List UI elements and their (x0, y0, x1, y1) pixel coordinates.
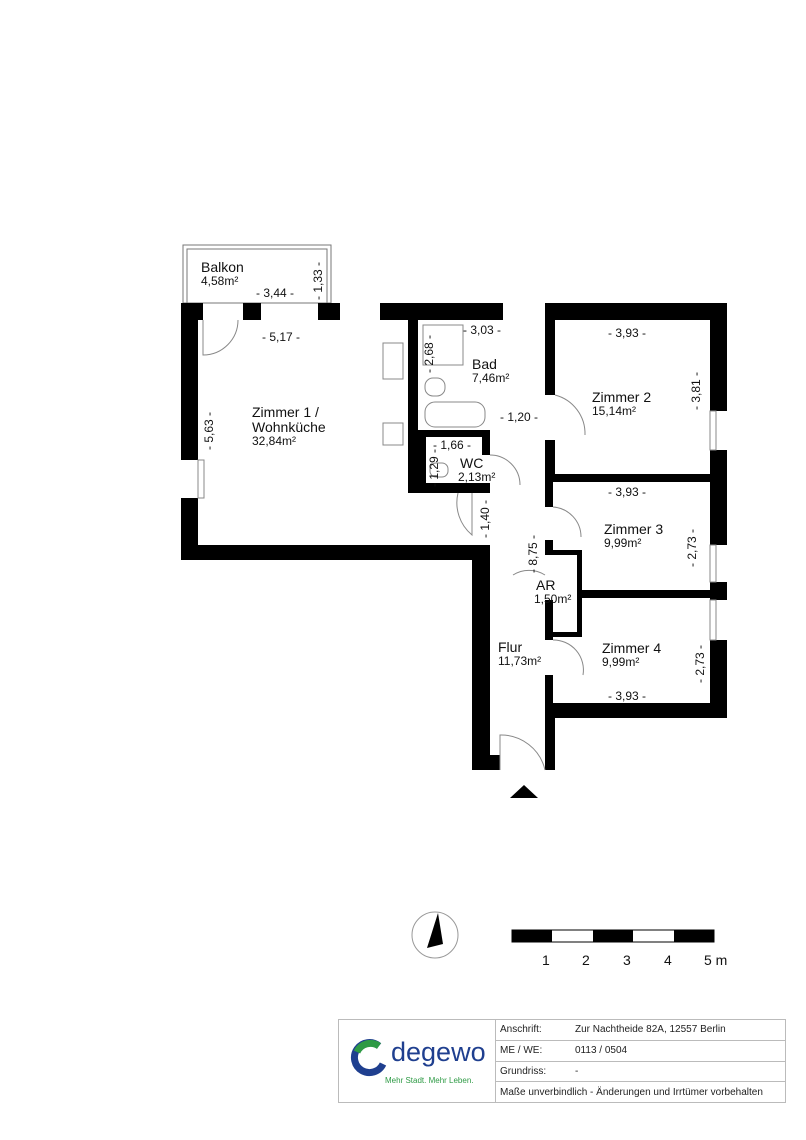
entrance-arrow-icon (510, 785, 538, 798)
info-row-address: Anschrift: Zur Nachtheide 82A, 12557 Berl… (496, 1020, 785, 1041)
scale-label: 3 (623, 952, 631, 968)
dimension-label: - 2,73 - (685, 528, 699, 567)
dimension-label: - 1,33 - (311, 261, 325, 300)
degewo-logo: degewo Mehr Stadt. Mehr Leben. (339, 1020, 496, 1102)
dimension-label: - 5,17 - (262, 330, 301, 344)
room-name-flur: Flur (498, 639, 523, 655)
logo-text: degewo (391, 1037, 486, 1067)
address-key: Anschrift: (500, 1024, 542, 1036)
dimension-label: - 2,68 - (422, 334, 436, 373)
room-name-zimmer4: Zimmer 4 (602, 640, 662, 656)
dimension-label: - 5,63 - (202, 411, 216, 450)
scale-label: 1 (542, 952, 550, 968)
room-area-zimmer2: 15,14m² (592, 404, 637, 418)
room-name-ar: AR (536, 577, 556, 593)
scale-label: 4 (664, 952, 672, 968)
dimension-label: - 1,66 - (433, 438, 472, 452)
dimension-label: - 8,75 - (526, 534, 540, 573)
room-name-balkon: Balkon (201, 259, 244, 275)
doors-and-fixtures (197, 319, 717, 771)
info-row-unit: ME / WE: 0113 / 0504 (496, 1041, 785, 1062)
plan-key: Grundriss: (500, 1065, 547, 1077)
dimension-label: - 1,29 - (427, 448, 441, 487)
room-name-wc: WC (460, 455, 484, 471)
dimension-label: - 3,03 - (463, 323, 502, 337)
dimension-label: - 1,20 - (500, 410, 539, 424)
room-area-wc: 2,13m² (458, 470, 496, 484)
room-area-zimmer4: 9,99m² (602, 655, 640, 669)
room-area-balkon: 4,58m² (201, 274, 239, 288)
scale-label: 2 (582, 952, 590, 968)
dimension-label: - 1,40 - (478, 499, 492, 538)
room-name-zimmer2: Zimmer 2 (592, 389, 652, 405)
title-block: degewo Mehr Stadt. Mehr Leben. Anschrift… (338, 1019, 786, 1103)
disclaimer: Maße unverbindlich - Änderungen und Irrt… (500, 1086, 763, 1098)
unit-key: ME / WE: (500, 1045, 543, 1057)
degewo-logo-icon (350, 1039, 387, 1076)
room-area-flur: 11,73m² (498, 654, 542, 668)
north-compass-icon (411, 911, 459, 959)
room-name-zimmer1: Zimmer 1 / (252, 404, 319, 420)
room-area-zimmer1: 32,84m² (252, 434, 297, 448)
scale-label: 5 m (704, 952, 728, 968)
dimension-label: - 3,93 - (608, 485, 647, 499)
dimension-label: - 3,93 - (608, 326, 647, 340)
info-row-plan: Grundriss: - (496, 1062, 785, 1083)
dimension-label: - 3,93 - (608, 689, 647, 703)
plan-value: - (575, 1065, 579, 1077)
room-name-zimmer3: Zimmer 3 (604, 521, 664, 537)
room-area-zimmer3: 9,99m² (604, 536, 642, 550)
room-name-zimmer1-line2: Wohnküche (252, 419, 326, 435)
address-value: Zur Nachtheide 82A, 12557 Berlin (575, 1024, 726, 1036)
info-row-disclaimer: Maße unverbindlich - Änderungen und Irrt… (496, 1082, 785, 1102)
unit-value: 0113 / 0504 (575, 1045, 628, 1057)
dimension-label: - 2,73 - (693, 644, 707, 683)
scale-bar (511, 929, 715, 943)
room-area-bad: 7,46m² (472, 371, 510, 385)
room-name-bad: Bad (472, 356, 497, 372)
room-area-ar: 1,50m² (534, 592, 572, 606)
logo-slogan: Mehr Stadt. Mehr Leben. (385, 1076, 474, 1085)
walls (181, 303, 727, 770)
dimension-label: - 3,44 - (256, 286, 295, 300)
dimension-label: - 3,81 - (689, 371, 703, 410)
